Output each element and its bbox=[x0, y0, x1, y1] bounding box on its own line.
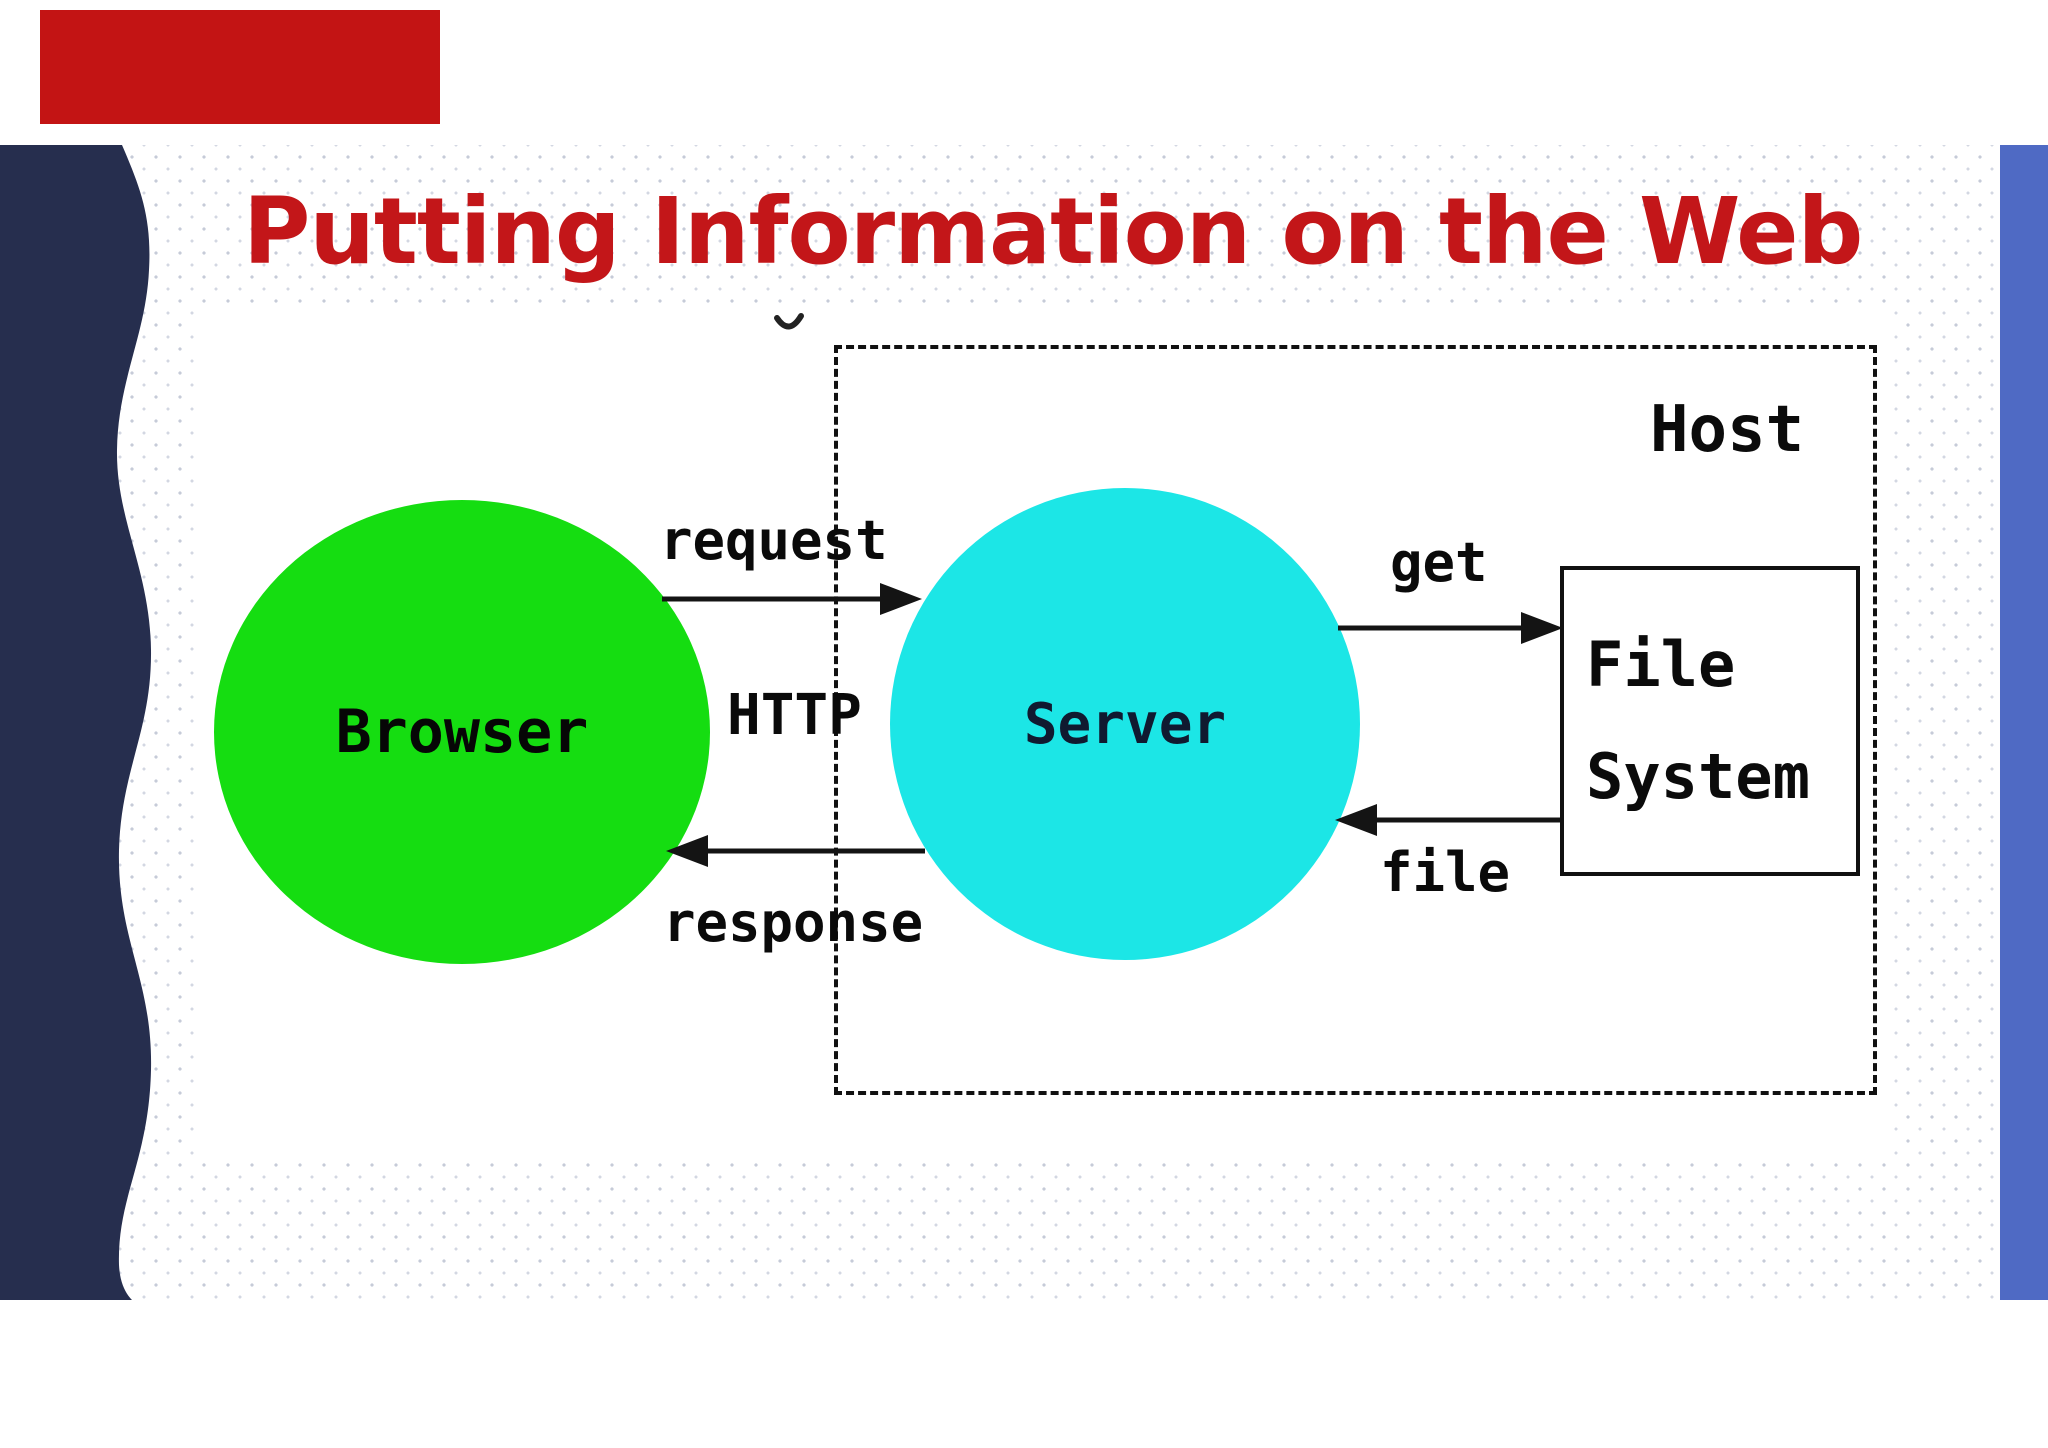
host-dashed-box bbox=[834, 345, 1877, 1095]
browser-node: Browser bbox=[214, 500, 710, 964]
file-arrow-label: file bbox=[1380, 841, 1511, 904]
get-arrow-label: get bbox=[1390, 531, 1488, 594]
right-blue-band bbox=[2000, 145, 2048, 1300]
server-label: Server bbox=[1023, 691, 1227, 757]
page-title: Putting Information on the Web bbox=[243, 178, 1863, 285]
file-system-label-line1: File bbox=[1586, 628, 1736, 701]
http-protocol-label: HTTP bbox=[727, 683, 862, 748]
response-arrow-label: response bbox=[663, 891, 924, 954]
file-system-box: File System bbox=[1560, 566, 1860, 876]
browser-label: Browser bbox=[335, 697, 589, 767]
top-left-red-block bbox=[40, 10, 440, 124]
request-arrow-label: request bbox=[660, 509, 888, 572]
file-system-label-line2: System bbox=[1586, 740, 1810, 813]
host-label: Host bbox=[1650, 393, 1805, 467]
server-node: Server bbox=[890, 488, 1360, 960]
left-navy-wave-band bbox=[0, 145, 152, 1300]
